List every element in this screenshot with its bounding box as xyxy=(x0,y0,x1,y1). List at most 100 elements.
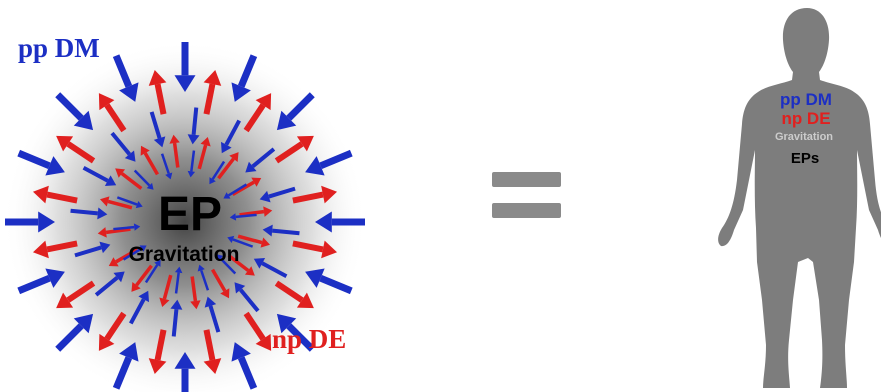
dark-matter-inward-arrow-icon-head xyxy=(119,82,139,102)
dark-matter-inward-arrow-icon-head xyxy=(276,313,297,334)
dark-matter-inward-arrow-icon-shaft xyxy=(82,166,109,183)
dark-matter-inward-arrow-icon-shaft xyxy=(251,147,276,168)
dark-energy-outward-arrow-icon-head xyxy=(200,136,211,147)
figure-gravitation-label: Gravitation xyxy=(775,131,833,143)
dark-energy-outward-arrow-icon-head xyxy=(229,152,239,163)
dark-energy-outward-arrow-icon-shaft xyxy=(135,264,153,287)
dark-energy-outward-arrow-icon-shaft xyxy=(237,234,263,245)
dark-matter-inward-arrow-icon-shaft xyxy=(208,305,221,333)
dark-matter-inward-arrow-icon-shaft xyxy=(171,308,179,337)
dark-matter-inward-arrow-icon-shaft xyxy=(191,107,199,136)
dark-energy-outward-arrow-icon-head xyxy=(32,240,49,259)
dark-matter-inward-arrow-icon-shaft xyxy=(319,274,353,295)
dark-matter-inward-arrow-icon-shaft xyxy=(144,264,159,284)
dark-matter-inward-arrow-icon-shaft xyxy=(112,356,133,390)
dark-energy-outward-arrow-icon-head xyxy=(148,358,167,375)
dark-matter-inward-arrow-icon-head xyxy=(245,161,257,173)
dark-matter-inward-arrow-icon-shaft xyxy=(55,323,84,352)
dark-matter-inward-arrow-icon-shaft xyxy=(319,149,353,170)
dark-energy-outward-arrow-icon-shaft xyxy=(104,103,127,133)
dark-matter-inward-arrow-icon-head xyxy=(104,175,117,186)
dark-matter-inward-arrow-icon-shaft xyxy=(129,298,146,325)
dark-matter-inward-arrow-icon-shaft xyxy=(149,111,162,139)
dark-matter-inward-arrow-icon-shaft xyxy=(224,119,241,146)
dark-energy-outward-arrow-icon-head xyxy=(255,93,272,111)
dark-energy-outward-arrow-icon-head xyxy=(203,69,222,86)
dark-energy-outward-arrow-icon-head xyxy=(244,266,255,276)
dark-matter-inward-arrow-icon-shaft xyxy=(116,196,138,206)
dark-matter-inward-arrow-icon-shaft xyxy=(55,92,84,121)
dark-energy-outward-arrow-icon-head xyxy=(321,240,338,259)
dark-matter-inward-arrow-icon-head xyxy=(146,182,154,190)
dark-energy-outward-arrow-icon-head xyxy=(321,185,338,204)
dark-energy-outward-arrow-icon-head xyxy=(203,358,222,375)
dark-energy-outward-arrow-icon-head xyxy=(148,69,167,86)
dark-matter-inward-arrow-icon-shaft xyxy=(227,183,248,197)
dark-energy-outward-arrow-icon-shaft xyxy=(274,280,304,303)
dark-energy-outward-arrow-icon-shaft xyxy=(292,191,324,204)
dark-energy-outward-arrow-icon-head xyxy=(115,168,126,178)
dark-matter-inward-arrow-icon-shaft xyxy=(271,228,300,236)
dark-matter-inward-arrow-icon-head xyxy=(73,110,94,131)
dark-matter-inward-arrow-icon-head xyxy=(209,177,216,185)
dark-energy-outward-arrow-icon-head xyxy=(98,93,115,111)
equals-bar-top xyxy=(492,172,561,187)
gravitation-cloud xyxy=(3,40,367,392)
dark-matter-inward-arrow-icon-head xyxy=(221,141,232,154)
dark-matter-inward-arrow-icon-head xyxy=(135,201,143,209)
dark-energy-outward-arrow-icon-shaft xyxy=(292,240,324,253)
dark-matter-inward-arrow-icon-head xyxy=(38,211,55,233)
dark-matter-inward-arrow-icon-head xyxy=(73,313,94,334)
dark-energy-outward-arrow-icon-head xyxy=(108,257,119,267)
dark-energy-outward-arrow-icon-shaft xyxy=(210,268,227,292)
dark-matter-inward-arrow-icon-shaft xyxy=(268,186,296,199)
dark-matter-inward-arrow-icon-head xyxy=(216,254,224,262)
dark-matter-inward-arrow-icon-shaft xyxy=(74,245,102,258)
dark-energy-outward-arrow-icon-head xyxy=(190,300,201,310)
ep-gravitation-panel: pp DM np DE EP Gravitation xyxy=(3,33,367,392)
dark-energy-outward-arrow-icon-head xyxy=(140,145,150,156)
dark-matter-inward-arrow-icon-head xyxy=(165,172,173,180)
dark-energy-outward-arrow-icon-shaft xyxy=(66,141,96,164)
dark-energy-outward-arrow-icon-shaft xyxy=(231,180,255,197)
dark-matter-inward-arrow-icon-head xyxy=(197,264,205,272)
dark-matter-inward-arrow-icon-shaft xyxy=(239,288,260,313)
dark-energy-outward-arrow-icon-head xyxy=(296,135,314,152)
dark-matter-inward-arrow-icon-shaft xyxy=(261,261,288,278)
dark-energy-outward-arrow-icon-head xyxy=(56,135,74,152)
dark-matter-inward-arrow-icon-shaft xyxy=(113,225,135,231)
dark-matter-inward-arrow-icon-head xyxy=(174,266,183,274)
ep-title: EP xyxy=(158,188,222,241)
dark-energy-outward-arrow-icon-shaft xyxy=(172,142,180,168)
dark-matter-inward-arrow-icon-head xyxy=(305,268,325,288)
dark-energy-outward-arrow-icon-shaft xyxy=(143,152,160,176)
dark-energy-outward-arrow-icon-shaft xyxy=(190,276,198,302)
equals-symbol xyxy=(492,172,561,218)
dark-matter-inward-arrow-icon-head xyxy=(187,134,200,145)
dark-energy-outward-arrow-icon-head xyxy=(296,292,314,309)
dark-energy-outward-arrow-icon-head xyxy=(251,177,262,187)
dark-matter-inward-arrow-icon-shaft xyxy=(112,54,133,88)
dark-matter-inward-arrow-icon-head xyxy=(305,156,325,176)
dark-matter-inward-arrow-icon-shaft xyxy=(94,276,119,297)
dark-matter-inward-arrow-icon-head xyxy=(153,136,166,148)
dark-energy-outward-arrow-icon-head xyxy=(99,196,110,207)
dark-energy-outward-arrow-icon-shaft xyxy=(197,144,208,170)
dark-matter-inward-arrow-icon-shaft xyxy=(232,238,254,248)
dark-energy-outward-arrow-icon-head xyxy=(263,206,273,217)
dark-energy-outward-arrow-icon-shaft xyxy=(239,209,265,217)
equals-bar-bottom xyxy=(492,203,561,218)
dark-matter-inward-arrow-icon-head xyxy=(276,110,297,131)
dark-matter-inward-arrow-icon-head xyxy=(231,82,251,102)
dark-energy-outward-arrow-icon-shaft xyxy=(217,157,235,180)
dark-energy-outward-arrow-icon-shaft xyxy=(66,280,96,303)
dark-matter-inward-arrow-icon-shaft xyxy=(286,323,315,352)
dark-matter-inward-arrow-icon-head xyxy=(45,156,65,176)
figure-pp-dm-label: pp DM xyxy=(780,90,832,109)
dark-matter-inward-arrow-icon-head xyxy=(97,207,108,220)
dark-energy-outward-arrow-icon-shaft xyxy=(115,247,139,264)
dark-matter-inward-arrow-icon-head xyxy=(187,170,196,178)
pp-dm-label: pp DM xyxy=(18,33,100,63)
dark-matter-inward-arrow-icon-shaft xyxy=(237,54,258,88)
